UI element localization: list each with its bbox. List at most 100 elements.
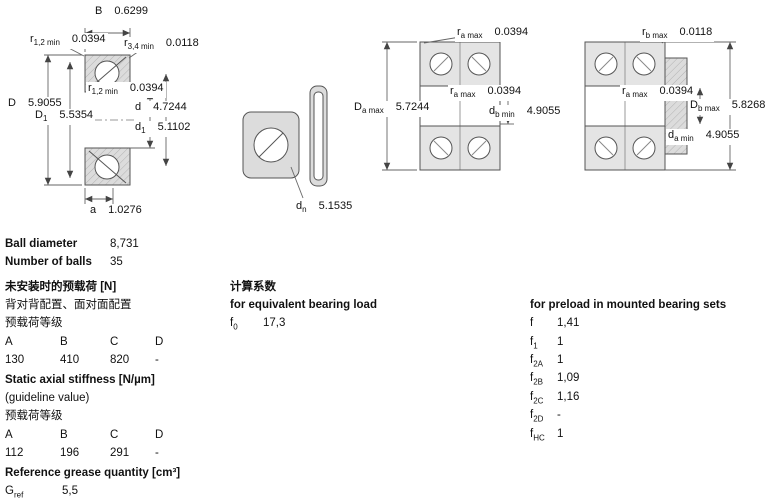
dim-symbol: dn xyxy=(296,200,307,215)
dim-value: 0.0118 xyxy=(165,37,199,49)
dim-value: 5.1102 xyxy=(157,121,191,133)
preload-arrangement-note: 背对背配置、面对面配置 xyxy=(5,299,132,311)
factor-symbol: f2A xyxy=(530,354,543,369)
dim-value: 4.9055 xyxy=(705,129,740,141)
dim-symbol: Db max xyxy=(690,99,720,114)
spec-label: Ball diameter xyxy=(5,238,78,250)
calculation-factors-title: 计算系数 xyxy=(230,281,276,293)
dim-value: 4.9055 xyxy=(526,105,561,117)
stiffness-note: (guideline value) xyxy=(5,392,90,404)
preload-section-title: 未安装时的预载荷 [N] xyxy=(5,281,117,293)
stiffness-section-title: Static axial stiffness [N/µm] xyxy=(5,374,155,386)
dim-da-max: Da max 5.7244 xyxy=(352,101,432,118)
dim-d1-shoulder: D1 5.5354 xyxy=(33,109,96,126)
dim-symbol: rb max xyxy=(642,26,668,41)
table-header-cell: B xyxy=(60,336,68,348)
dim-symbol: B xyxy=(95,5,103,17)
grease-value: 5,5 xyxy=(62,485,78,497)
table-header-cell: D xyxy=(155,336,164,348)
spec-value: 8,731 xyxy=(110,238,139,250)
grease-quantity-row: Gref 5,5 xyxy=(5,485,78,501)
dim-value: 5.7244 xyxy=(395,101,430,113)
table-header-cell: A xyxy=(5,429,13,441)
factor-symbol: f0 xyxy=(230,317,238,332)
factor-symbol: f1 xyxy=(530,336,538,351)
dim-symbol: D1 xyxy=(35,109,48,124)
dim-symbol: D xyxy=(8,97,16,109)
table-cell: 130 xyxy=(5,354,25,366)
factor-value: 1,16 xyxy=(557,391,580,403)
factor-value: 1,09 xyxy=(557,372,580,384)
dim-symbol: Da max xyxy=(354,101,384,116)
factor-row-f2c: f2C 1,16 xyxy=(530,391,579,407)
bearing-outer-ring-diagram xyxy=(242,85,328,199)
stiffness-class-label: 预载荷等级 xyxy=(5,410,63,422)
dim-value: 0.0394 xyxy=(659,85,694,97)
spec-ball-diameter-row: Ball diameter 8,731 xyxy=(5,238,139,251)
dim-d1-inner: d1 5.1102 xyxy=(133,121,193,138)
table-header-cell: C xyxy=(110,429,119,441)
dim-symbol: r3,4 min xyxy=(124,37,154,52)
dim-r34-min: r3,4 min 0.0118 xyxy=(122,37,201,54)
factor-row-f1: f1 1 xyxy=(530,336,563,352)
factor-value: 1,41 xyxy=(557,317,580,329)
table-cell: 820 xyxy=(110,354,130,366)
dim-symbol: ra max xyxy=(622,85,648,100)
dim-symbol: a xyxy=(90,204,97,216)
table-cell: - xyxy=(155,447,159,459)
table-header-cell: C xyxy=(110,336,119,348)
factor-symbol: f2B xyxy=(530,372,543,387)
preload-class-label: 预载荷等级 xyxy=(5,317,63,329)
factor-symbol: f2C xyxy=(530,391,544,406)
dim-db-min: db min 4.9055 xyxy=(487,105,563,122)
preload-sets-title: for preload in mounted bearing sets xyxy=(530,299,727,311)
dim-symbol: db min xyxy=(489,105,515,120)
factor-row-f2b: f2B 1,09 xyxy=(530,372,579,388)
factor-row-f2a: f2A 1 xyxy=(530,354,563,370)
spec-value: 35 xyxy=(110,256,123,268)
factor-value: - xyxy=(557,409,561,421)
dim-symbol: d1 xyxy=(135,121,146,136)
factor-symbol: fHC xyxy=(530,428,545,443)
dim-value: 5.9055 xyxy=(27,97,62,109)
dim-value: 5.5354 xyxy=(59,109,94,121)
dim-ra-max-mid-2: ra max 0.0394 xyxy=(620,85,696,102)
dim-symbol: ra max xyxy=(450,85,476,100)
table-cell: 291 xyxy=(110,447,130,459)
factor-symbol: f2D xyxy=(530,409,544,424)
dim-value: 0.0394 xyxy=(129,82,164,94)
dim-value: 4.7244 xyxy=(153,101,187,113)
dim-value: 5.1535 xyxy=(318,200,353,212)
dim-b-width: B 0.6299 xyxy=(93,5,150,22)
dim-symbol: d xyxy=(135,101,142,113)
factor-row-f: f 1,41 xyxy=(530,317,579,333)
factor-value: 1 xyxy=(557,336,564,348)
table-cell: - xyxy=(155,354,159,366)
factor-f0-row: f0 17,3 xyxy=(230,317,285,333)
dim-symbol: ra max xyxy=(457,26,483,41)
dim-da-min: da min 4.9055 xyxy=(666,129,742,146)
dim-value: 0.6299 xyxy=(114,5,148,17)
factor-value: 17,3 xyxy=(263,317,286,329)
grease-symbol: Gref xyxy=(5,485,24,500)
factor-value: 1 xyxy=(557,354,564,366)
dim-symbol: da min xyxy=(668,129,694,144)
equivalent-load-title: for equivalent bearing load xyxy=(230,299,377,311)
grease-section-title: Reference grease quantity [cm³] xyxy=(5,467,181,479)
dim-value: 0.0394 xyxy=(494,26,529,38)
dim-bore-diameter: d 4.7244 xyxy=(133,101,189,118)
factor-symbol: f xyxy=(530,317,534,329)
table-header-cell: D xyxy=(155,429,164,441)
